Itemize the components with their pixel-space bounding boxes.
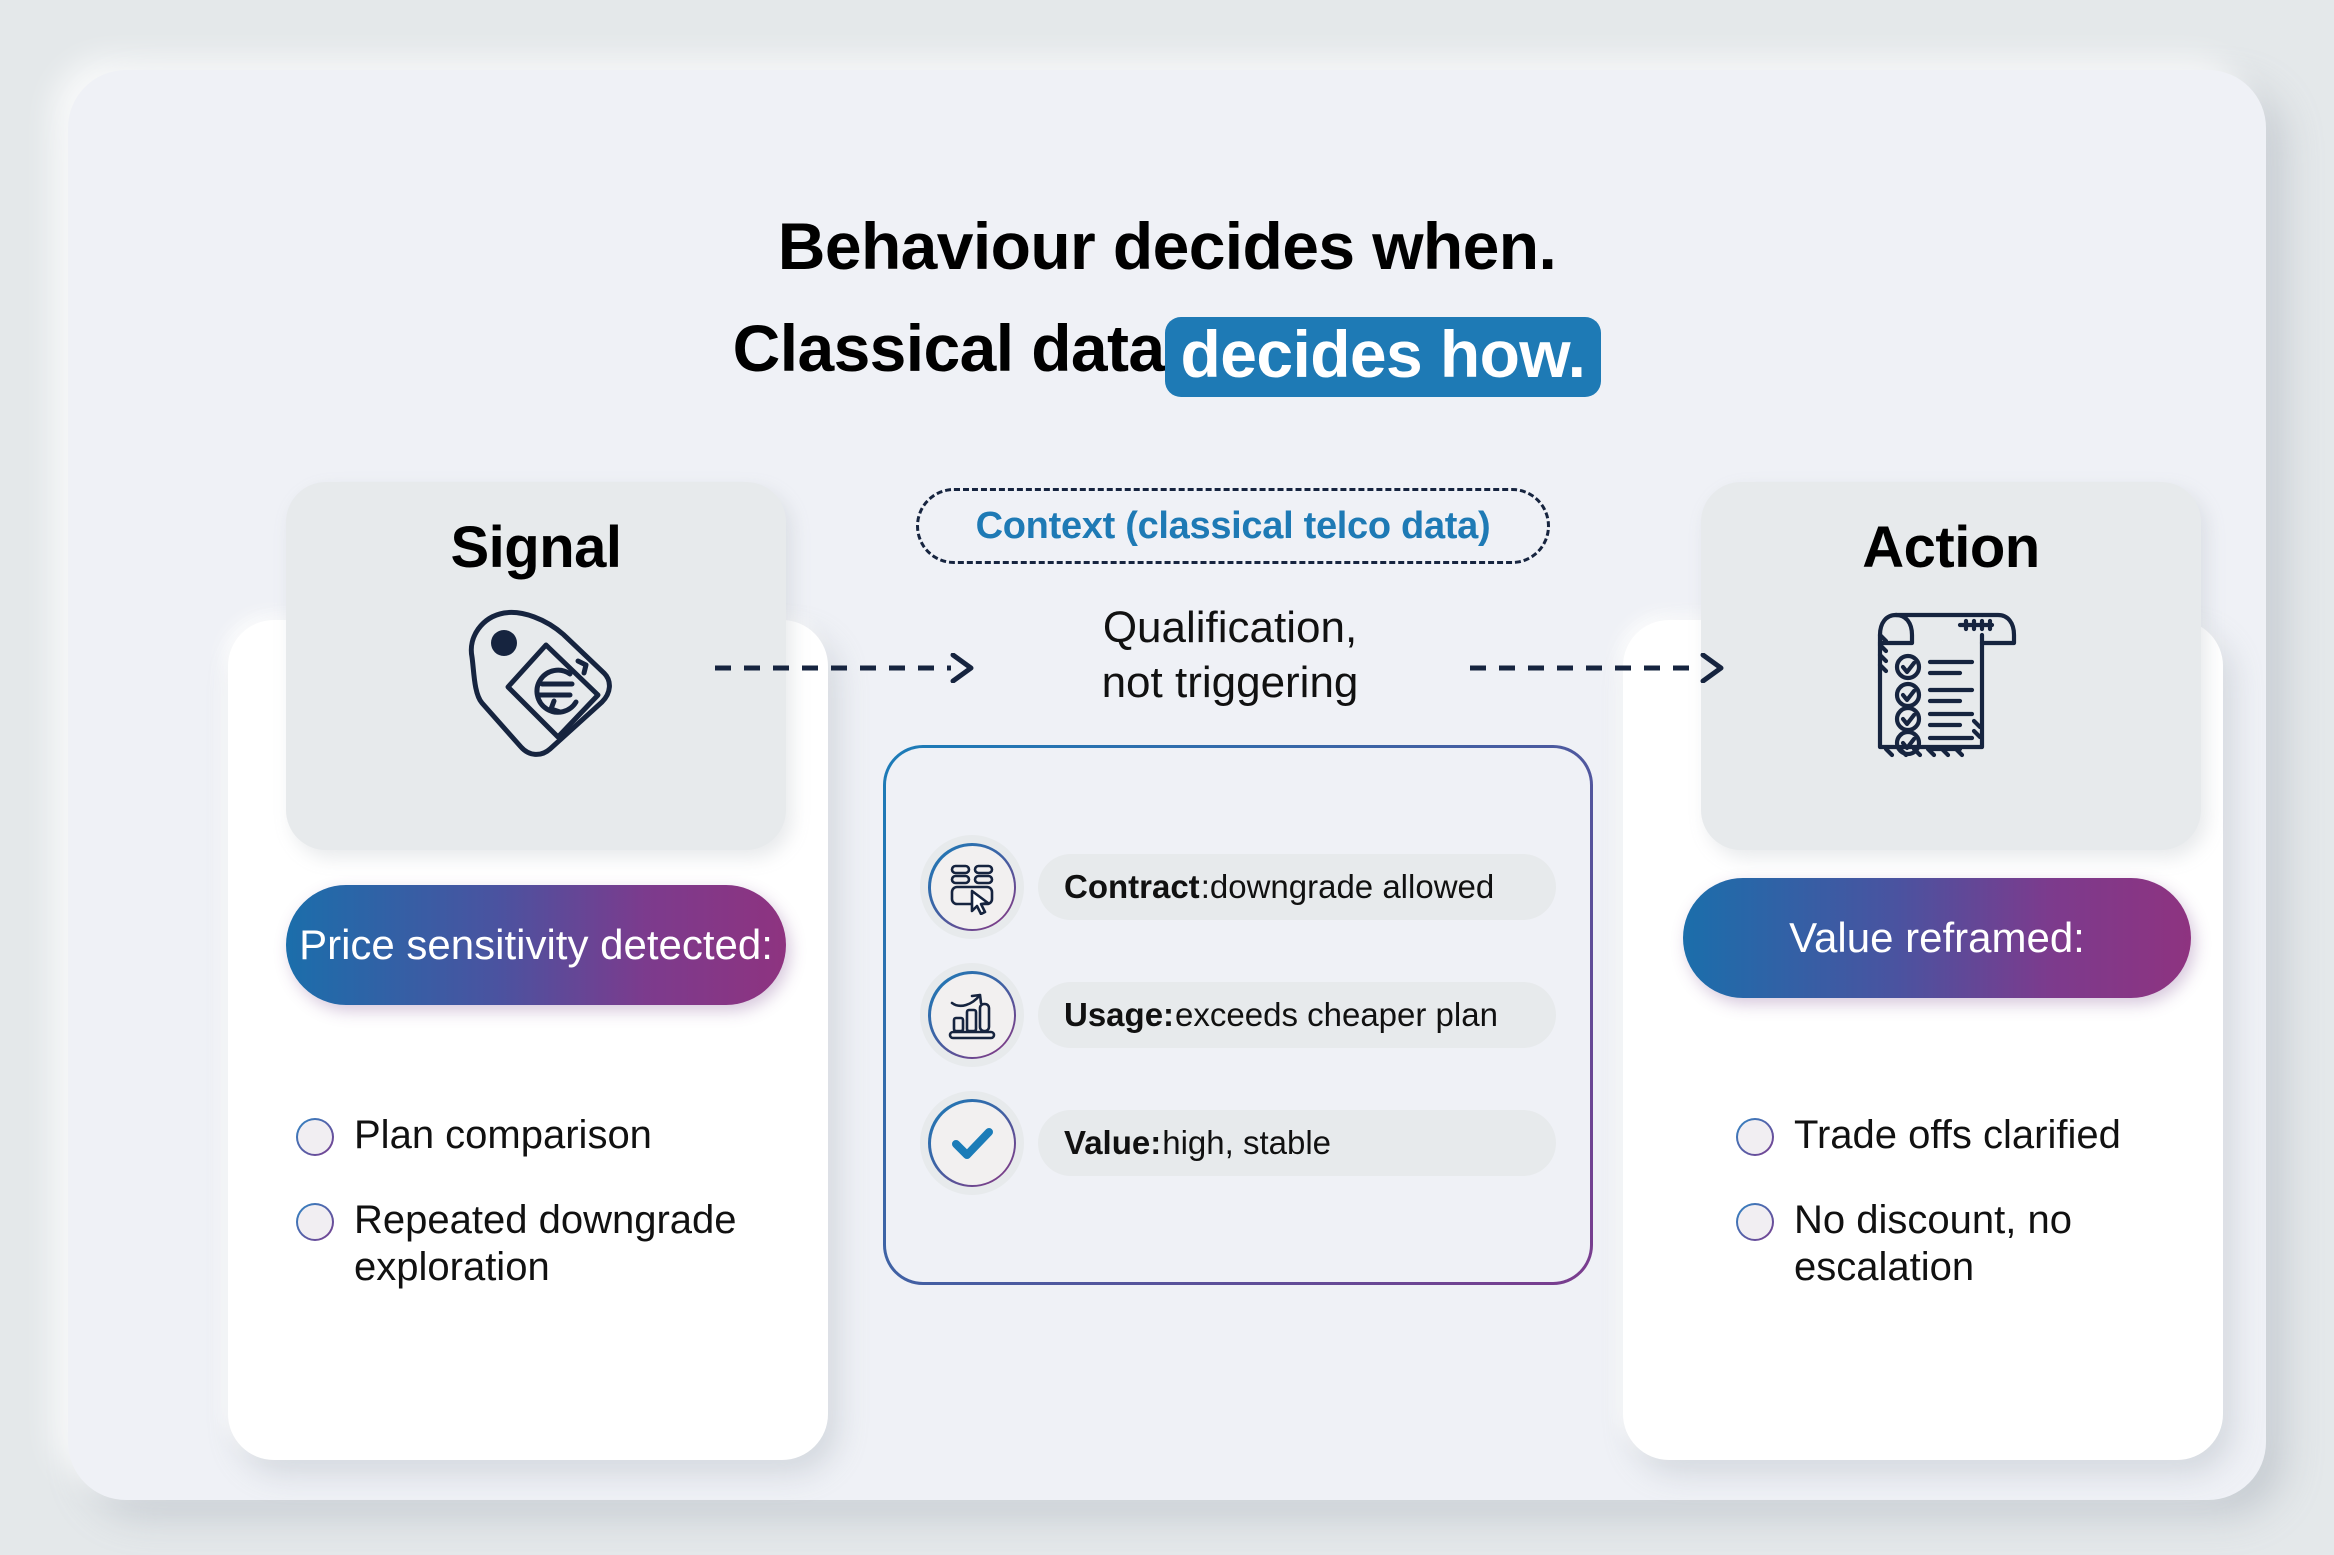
price-tag-euro-icon <box>286 591 786 761</box>
action-status-pill: Value reframed: <box>1683 878 2191 998</box>
list-item: Trade offs clarified <box>1736 1112 2186 1159</box>
action-title: Action <box>1862 515 2040 580</box>
dashed-arrow-right-icon <box>713 653 983 683</box>
context-row-label: Contract: downgrade allowed <box>1038 854 1556 920</box>
headline-line-1: Behaviour decides when. <box>777 209 1557 283</box>
dashed-arrow-right-icon <box>1468 653 1733 683</box>
list-item: No discount, no escalation <box>1736 1197 2186 1291</box>
bullet-dot-icon <box>1736 1203 1774 1241</box>
context-row-value: high, stable <box>1162 1124 1332 1161</box>
context-badge: Context (classical telco data) <box>916 488 1550 564</box>
action-bullet-list: Trade offs clarified No discount, no esc… <box>1736 1112 2186 1330</box>
action-header-panel: Action <box>1701 482 2201 850</box>
qualification-line-1: Qualification, <box>1102 603 1358 652</box>
list-item: Repeated downgrade exploration <box>296 1197 756 1291</box>
signal-bullet-list: Plan comparison Repeated downgrade explo… <box>296 1112 756 1330</box>
list-item-label: Trade offs clarified <box>1794 1113 2121 1157</box>
context-row-value: exceeds cheaper plan <box>1175 996 1498 1033</box>
form-cursor-icon <box>920 835 1024 939</box>
headline-line-2-plain: Classical data <box>732 310 1165 385</box>
checklist-scroll-icon <box>1701 591 2201 771</box>
signal-header-panel: Signal <box>286 482 786 850</box>
list-item-label: No discount, no escalation <box>1794 1198 2072 1290</box>
list-item: Plan comparison <box>296 1112 756 1159</box>
qualification-line-2: not triggering <box>1101 658 1359 707</box>
context-row: Usage: exceeds cheaper plan <box>920 963 1556 1067</box>
context-row-value: downgrade allowed <box>1209 868 1495 905</box>
list-item-label: Repeated downgrade exploration <box>354 1198 737 1290</box>
bullet-dot-icon <box>296 1118 334 1156</box>
signal-title: Signal <box>450 515 622 580</box>
context-row-key: Value: <box>1064 1124 1162 1161</box>
list-item-label: Plan comparison <box>354 1113 652 1157</box>
check-circle-icon <box>920 1091 1024 1195</box>
context-row: Contract: downgrade allowed <box>920 835 1556 939</box>
context-row-key: Contract <box>1064 868 1200 905</box>
bullet-dot-icon <box>1736 1118 1774 1156</box>
context-row: Value: high, stable <box>920 1091 1556 1195</box>
context-detail-card: Contract: downgrade allowed <box>883 745 1593 1285</box>
qualification-caption: Qualification, not triggering <box>916 600 1544 710</box>
context-row-sep: : <box>1200 868 1210 905</box>
context-row-label: Usage: exceeds cheaper plan <box>1038 982 1556 1048</box>
bullet-dot-icon <box>296 1203 334 1241</box>
bar-chart-up-icon <box>920 963 1024 1067</box>
signal-status-pill: Price sensitivity detected: <box>286 885 786 1005</box>
headline-highlight: decides how. <box>1164 316 1602 397</box>
context-row-key: Usage: <box>1064 996 1175 1033</box>
context-row-label: Value: high, stable <box>1038 1110 1556 1176</box>
